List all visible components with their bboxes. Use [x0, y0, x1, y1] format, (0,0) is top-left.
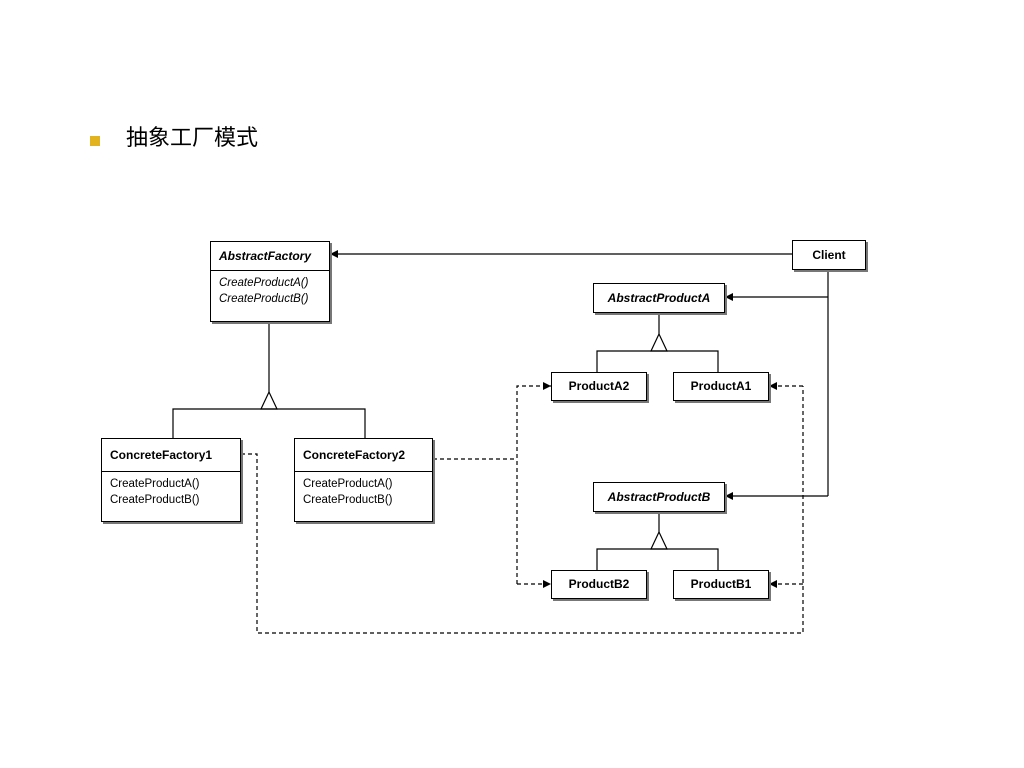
class-name: ProductB1: [690, 577, 752, 591]
inheritance-triangle-producta-icon: [650, 332, 668, 352]
operation: CreateProductA(): [219, 277, 309, 289]
dependency-factory2-producta2: [516, 382, 551, 584]
class-abstract-factory: AbstractFactory CreateProductA() CreateP…: [210, 241, 330, 322]
class-name: AbstractProductB: [607, 490, 711, 504]
operation: CreateProductB(): [303, 494, 393, 506]
class-abstract-product-a: AbstractProductA: [593, 283, 725, 313]
inheritance-triangle-factory-icon: [260, 390, 278, 410]
class-name: AbstractProductA: [607, 291, 711, 305]
class-name: AbstractFactory: [219, 249, 312, 263]
class-product-b1: ProductB1: [673, 570, 769, 599]
operation: CreateProductA(): [110, 478, 200, 490]
class-name: ProductA2: [568, 379, 630, 393]
class-name: Client: [812, 248, 846, 262]
inheritance-branch-productb: [596, 548, 719, 570]
operation: CreateProductA(): [303, 478, 393, 490]
class-client: Client: [792, 240, 866, 270]
inheritance-branch-producta: [596, 350, 719, 372]
class-product-a1: ProductA1: [673, 372, 769, 401]
operation: CreateProductB(): [219, 293, 309, 305]
class-operations: CreateProductA() CreateProductB(): [211, 270, 329, 311]
slide-title: 抽象工厂模式: [126, 126, 259, 151]
class-name: ProductB2: [568, 577, 630, 591]
class-abstract-product-b: AbstractProductB: [593, 482, 725, 512]
class-product-a2: ProductA2: [551, 372, 647, 401]
inheritance-triangle-productb-icon: [650, 530, 668, 550]
bullet-square-icon: [90, 136, 100, 146]
operation: CreateProductB(): [110, 494, 200, 506]
class-concrete-factory-1: ConcreteFactory1 CreateProductA() Create…: [101, 438, 241, 522]
class-concrete-factory-2: ConcreteFactory2 CreateProductA() Create…: [294, 438, 433, 522]
class-name: ProductA1: [690, 379, 752, 393]
inheritance-branch-factory: [172, 408, 366, 438]
class-name: ConcreteFactory2: [303, 448, 406, 462]
class-product-b2: ProductB2: [551, 570, 647, 599]
class-operations: CreateProductA() CreateProductB(): [295, 471, 432, 512]
dependency-factory1-path: [241, 386, 804, 634]
class-name: ConcreteFactory1: [110, 448, 213, 462]
class-operations: CreateProductA() CreateProductB(): [102, 471, 240, 512]
